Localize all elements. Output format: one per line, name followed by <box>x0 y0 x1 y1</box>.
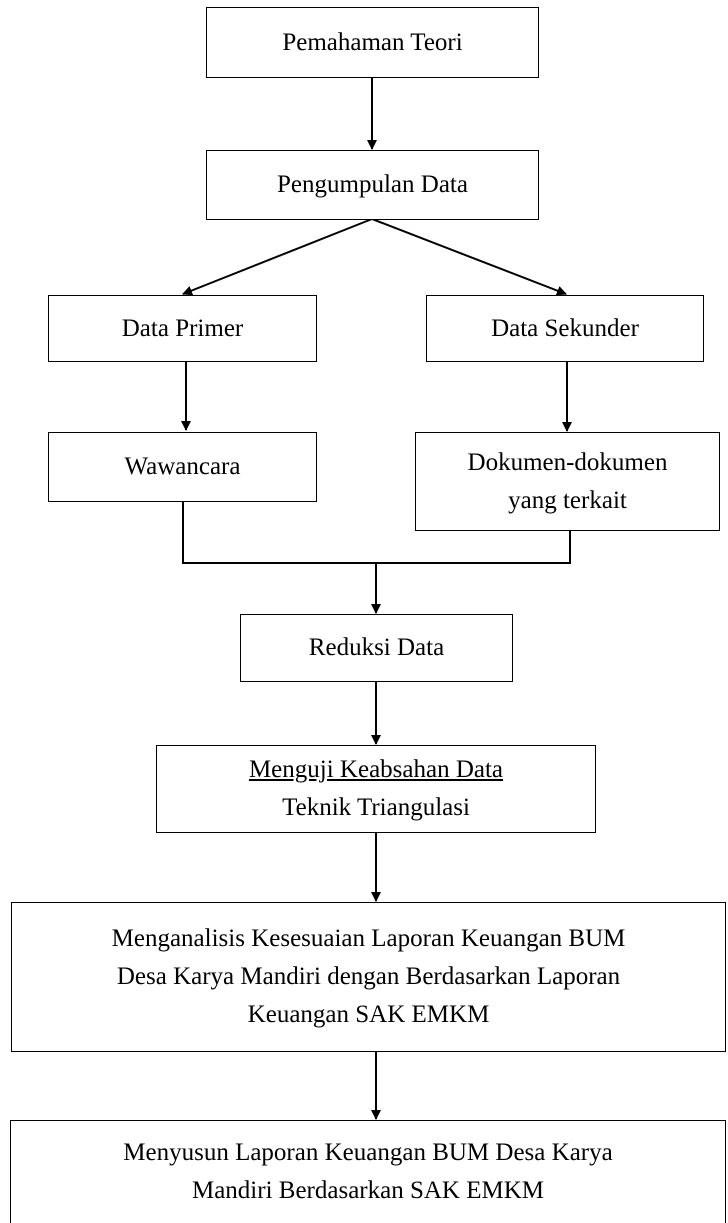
node-wawancara: Wawancara <box>48 432 317 502</box>
node-label: Pemahaman Teori <box>282 28 463 56</box>
node-label-line-3: Keuangan SAK EMKM <box>247 1001 490 1028</box>
node-label-line-1: Menganalisis Kesesuaian Laporan Keuangan… <box>111 925 626 952</box>
node-label: Data Sekunder <box>491 314 639 342</box>
node-data-primer: Data Primer <box>48 295 317 362</box>
node-label-line-2: Desa Karya Mandiri dengan Berdasarkan La… <box>116 963 621 990</box>
node-data-sekunder: Data Sekunder <box>426 295 704 362</box>
node-label: Wawancara <box>124 453 241 480</box>
node-label-line-2: yang terkait <box>508 486 627 514</box>
node-label-line-2: Teknik Triangulasi <box>282 794 470 821</box>
node-label-line-1: Menyusun Laporan Keuangan BUM Desa Karya <box>123 1139 613 1166</box>
node-menganalisis-kesesuaian: Menganalisis Kesesuaian Laporan Keuangan… <box>11 902 726 1052</box>
node-label: Data Primer <box>121 314 244 342</box>
arrow-pengumpulan-to-primer <box>182 218 373 296</box>
node-reduksi-data: Reduksi Data <box>240 614 513 682</box>
node-label-line-2: Mandiri Berdasarkan SAK EMKM <box>191 1177 545 1204</box>
node-label: Reduksi Data <box>308 634 445 661</box>
node-label-line-1: Menguji Keabsahan Data <box>248 756 504 783</box>
node-pengumpulan-data: Pengumpulan Data <box>206 150 539 220</box>
node-label-line-1: Dokumen-dokumen <box>467 448 668 476</box>
node-label: Pengumpulan Data <box>277 171 468 198</box>
node-pemahaman-teori: Pemahaman Teori <box>206 7 539 78</box>
node-dokumen-terkait: Dokumen-dokumen yang terkait <box>415 432 720 531</box>
node-menguji-keabsahan: Menguji Keabsahan Data Teknik Triangulas… <box>156 745 596 833</box>
node-menyusun-laporan: Menyusun Laporan Keuangan BUM Desa Karya… <box>10 1120 726 1223</box>
arrow-pengumpulan-to-sekunder <box>371 218 567 296</box>
